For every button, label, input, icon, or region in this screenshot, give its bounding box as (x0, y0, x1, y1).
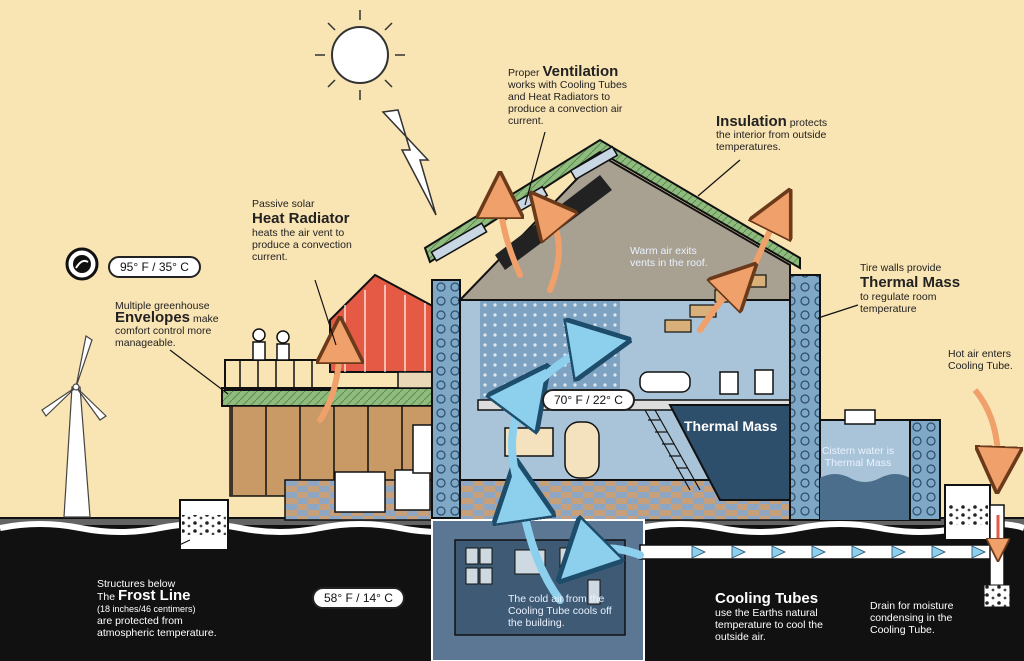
cooling-tubes-label: Cooling Tubes use the Earths natural tem… (715, 590, 835, 643)
cool-air-arrows (512, 345, 644, 604)
frost-line-small: (18 inches/46 centimers) (97, 604, 196, 614)
ventilation-title: Ventilation (542, 63, 619, 80)
thermal-mass-wall-label: Thermal Mass (684, 418, 778, 434)
frost-line-label: Structures below The Frost Line (18 inch… (97, 578, 227, 639)
sunbeam-icon (381, 109, 437, 216)
wind-turbine-icon (41, 335, 107, 518)
insulation-title: Insulation (716, 113, 787, 130)
heat-radiator-label: Passive solar Heat Radiator heats the ai… (252, 198, 362, 263)
front-tire-wall (431, 279, 461, 519)
envelopes-body: comfort control more manageable. (115, 325, 212, 349)
heat-radiator-body: heats the air vent to produce a convecti… (252, 227, 352, 263)
sun-icon (315, 10, 405, 100)
thermal-mass-title: Thermal Mass (860, 274, 961, 291)
frost-line-title: Frost Line (118, 587, 191, 604)
hot-air-label: Hot air enters Cooling Tube. (948, 348, 1013, 372)
cold-air-note: The cold air from the Cooling Tube cools… (508, 593, 612, 629)
cooling-tubes-body: use the Earths natural temperature to co… (715, 607, 823, 643)
ventilation-body: works with Cooling Tubes and Heat Radiat… (508, 79, 628, 127)
heat-radiator-title: Heat Radiator (252, 210, 350, 227)
insulation-label: Insulation protects the interior from ou… (716, 113, 836, 153)
inside-temp-badge: 70° F / 22° C (542, 389, 635, 411)
ground-temp-badge: 58° F / 14° C (312, 587, 405, 609)
warm-air-arrows (320, 195, 780, 423)
ventilation-pre: Proper (508, 67, 540, 79)
frost-line-the: The (97, 591, 116, 603)
warm-air-note: Warm air exits vents in the roof. (630, 245, 708, 269)
frost-line-body: are protected from atmospheric temperatu… (97, 615, 217, 639)
frost-line-pre: Structures below (97, 578, 176, 590)
thermal-mass-body: to regulate room temperature (860, 291, 937, 315)
envelopes-post: make (192, 313, 219, 325)
rear-tire-wall (789, 274, 821, 521)
thermal-mass-label: Tire walls provide Thermal Mass to regul… (860, 262, 970, 315)
drain-label: Drain for moisture condensing in the Coo… (870, 600, 954, 636)
cooling-tubes-title: Cooling Tubes (715, 590, 819, 607)
envelopes-title: Envelopes (115, 309, 191, 326)
thermometer-icon (65, 247, 99, 281)
heat-radiator-pre: Passive solar (252, 198, 315, 210)
ventilation-label: Proper Ventilation works with Cooling Tu… (508, 63, 638, 127)
envelopes-label: Multiple greenhouse Envelopes make comfo… (115, 300, 240, 349)
thermal-mass-pre: Tire walls provide (860, 262, 942, 274)
insulation-body: the interior from outside temperatures. (716, 129, 827, 153)
envelopes-pre: Multiple greenhouse (115, 300, 210, 312)
outside-temp-badge: 95° F / 35° C (108, 256, 201, 278)
insulation-post: protects (789, 117, 828, 129)
cistern-note: Cistern water is Thermal Mass (821, 445, 895, 469)
